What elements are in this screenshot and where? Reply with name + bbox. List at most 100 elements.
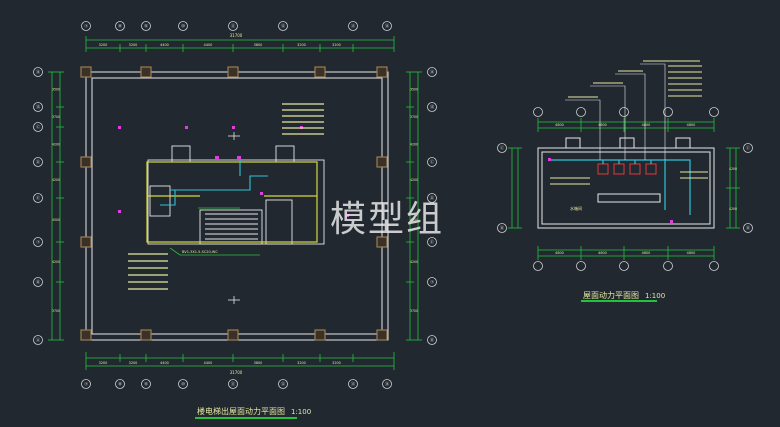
left-bottom-axis-label: ⑬ [351, 381, 356, 388]
right-plan-side-bubbles [497, 143, 753, 233]
right-side-dim-label: 3700 [410, 309, 418, 313]
left-row-axis-label: Ⓑ [36, 279, 41, 286]
left-row-axis-label: ⑦ [36, 240, 40, 246]
left-top-axis-label: ⑩ [181, 24, 185, 30]
left-bottom-dim-label: 4400 [160, 361, 169, 365]
left-top-dim-label: 4400 [160, 43, 169, 47]
left-top-dim-label: 3200 [129, 43, 138, 47]
right-side-dim-label: 3700 [410, 115, 418, 119]
left-bottom-dim-label: 3200 [99, 361, 108, 365]
left-top-axis-bubbles [81, 21, 392, 31]
left-bottom-axis-label: ⑧ [118, 382, 122, 388]
left-bottom-axis-label: ⑨ [144, 382, 148, 388]
left-side-dim-label: 4500 [52, 218, 60, 222]
right-row-axis-label: Ⓒ [430, 159, 435, 166]
roof-bottom-dim-label: 4800 [687, 251, 696, 255]
watermark-text: 模型组 [330, 199, 445, 240]
left-side-dim-label: 3700 [52, 115, 60, 119]
left-row-axis-label: Ⓒ [36, 124, 41, 131]
right-plan-side-dims [508, 147, 740, 229]
roof-bottom-dim-label: 4800 [598, 251, 607, 255]
left-top-dim-label: 3800 [254, 43, 263, 47]
roof-room [537, 137, 715, 229]
roof-bottom-dim-label: 4800 [555, 251, 564, 255]
leader-text [550, 60, 708, 185]
left-bottom-axis-label: ⑫ [281, 381, 286, 388]
roof-left-axis-label: Ⓒ [500, 145, 505, 152]
left-drawing-title: 楼电梯出屋面动力平面图 [197, 407, 285, 416]
roof-room-label: 水箱间 [570, 205, 582, 211]
left-side-dim-label: 4200 [52, 178, 60, 182]
right-side-axis-bubbles [427, 67, 437, 345]
left-top-axis-label: ⑪ [231, 23, 236, 30]
left-bottom-dimension [85, 352, 395, 370]
roof-top-dim-label: 4800 [598, 123, 607, 127]
left-bottom-axis-label: ⑦ [84, 382, 88, 388]
left-top-axis-label: ⑭ [385, 23, 390, 30]
right-side-dim-label: 4500 [410, 218, 418, 222]
roof-right-dim-label: 4200 [729, 167, 737, 171]
left-top-axis-label: ⑬ [351, 23, 356, 30]
left-side-dim-label: 4200 [52, 260, 60, 264]
yellow-walls [146, 161, 318, 243]
right-roof-plan: 水箱间 [497, 60, 753, 271]
left-drawing-caption: 楼电梯出屋面动力平面图 1:100 [197, 406, 311, 417]
right-side-dim-label: 4200 [410, 143, 418, 147]
left-top-dim-label: 3200 [99, 43, 108, 47]
left-row-axis-label: Ⓔ [36, 195, 41, 202]
left-top-axis-label: ⑧ [118, 24, 122, 30]
roof-magenta-markers [548, 158, 673, 223]
left-row-axis-label: ⑮ [36, 104, 41, 111]
left-bottom-dim-label: 3800 [254, 361, 263, 365]
power-cables [160, 160, 268, 206]
left-drawing-scale: 1:100 [291, 408, 312, 416]
right-row-axis-label: ⑭ [430, 69, 435, 76]
left-top-axis-label: ⑫ [281, 23, 286, 30]
right-top-dimension [537, 118, 715, 132]
roof-left-axis-label: Ⓑ [500, 225, 505, 232]
right-row-axis-label: ⑮ [430, 104, 435, 111]
roof-right-dim-label: 4200 [729, 207, 737, 211]
left-top-dim-label: 4400 [204, 43, 213, 47]
right-row-axis-label: Ⓓ [430, 195, 435, 202]
leader-lines [565, 63, 666, 160]
left-side-dimension [48, 71, 64, 341]
left-floor-plan: 31700 31700 [33, 21, 437, 389]
right-side-dimension [406, 71, 422, 341]
left-side-dim-label: 3700 [52, 309, 60, 313]
right-caption-underline [581, 300, 657, 302]
right-drawing-scale: 1:100 [645, 292, 666, 300]
green-callouts [169, 207, 260, 256]
right-row-axis-label: Ⓑ [430, 337, 435, 344]
left-bottom-axis-label: ⑩ [181, 382, 185, 388]
left-total-dim-bottom: 31700 [230, 370, 243, 375]
right-row-axis-label: Ⓔ [430, 239, 435, 246]
text-schedule-top [282, 103, 324, 135]
magenta-markers [118, 126, 349, 217]
left-row-axis-label: ⑭ [36, 69, 41, 76]
left-top-axis-label: ⑨ [144, 24, 148, 30]
left-total-dim-top: 31700 [230, 33, 243, 38]
right-bottom-axis-bubbles [533, 261, 719, 271]
right-top-axis-bubbles [533, 107, 719, 117]
stair-core [147, 145, 325, 245]
text-schedule-bottom [128, 253, 168, 290]
left-top-dimension [85, 36, 395, 52]
roof-bottom-dim-label: 4800 [642, 251, 651, 255]
left-bottom-dim-label: 4400 [204, 361, 213, 365]
left-row-axis-label: Ⓐ [36, 337, 41, 344]
center-marks [228, 132, 240, 304]
left-top-axis-label: ⑦ [84, 24, 88, 30]
roof-top-dim-label: 4800 [555, 123, 564, 127]
roof-top-dim-label: 4800 [642, 123, 651, 127]
cable-note: BV1-3X1.5-SC20-WC [182, 250, 218, 254]
left-bottom-axis-bubbles [81, 379, 392, 389]
left-side-axis-bubbles [33, 67, 43, 345]
left-side-dim-label: 3500 [52, 88, 60, 92]
left-row-axis-label: Ⓓ [36, 159, 41, 166]
pump-equipment [597, 163, 657, 175]
right-bottom-dimension [537, 246, 715, 260]
left-bottom-dim-label: 3200 [297, 361, 306, 365]
